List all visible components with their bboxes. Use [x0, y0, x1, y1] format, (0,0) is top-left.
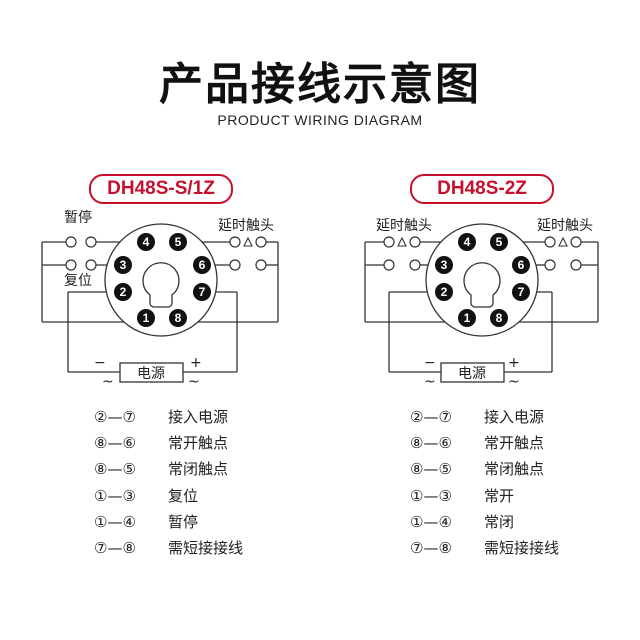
label-reset: 复位: [64, 272, 92, 289]
label-power: 电源: [458, 366, 486, 382]
pin-label: 7: [518, 285, 525, 299]
legend-desc: 常闭: [484, 512, 515, 531]
pin-label: 1: [143, 311, 150, 325]
legend-pins: ⑦—⑧: [94, 539, 136, 558]
legend-pins: ②—⑦: [94, 408, 136, 426]
label-ac: ~: [508, 374, 520, 390]
pin-label: 7: [199, 285, 206, 299]
legend-desc: 暂停: [168, 512, 199, 531]
label-power: 电源: [137, 366, 165, 382]
legend-desc: 接入电源: [484, 408, 545, 426]
page-subtitle: PRODUCT WIRING DIAGRAM: [217, 112, 423, 128]
power-box-left: [119, 362, 184, 383]
legend-row: ②—⑦ 接入电源: [410, 404, 559, 430]
legend-row: ①—④ 常闭: [410, 509, 559, 535]
relay-key-left: [142, 262, 180, 308]
pin-label: 5: [175, 235, 182, 249]
pin-label: 5: [496, 235, 503, 249]
pin-label: 1: [464, 311, 471, 325]
label-plus: +: [508, 355, 520, 371]
label-delay-contact: 延时触头: [218, 218, 274, 234]
model-badge-left: DH48S-S/1Z: [89, 174, 233, 204]
legend-pins: ②—⑦: [410, 408, 452, 426]
legend-pins: ⑧—⑥: [410, 434, 452, 453]
pin-label: 2: [441, 285, 448, 299]
legend-row: ⑦—⑧ 需短接接线: [410, 535, 559, 561]
pin-label: 3: [441, 258, 448, 272]
legend-pins: ①—③: [410, 486, 452, 505]
pin-label: 3: [120, 258, 127, 272]
legend-pins: ⑧—⑥: [94, 434, 136, 453]
label-minus: −: [424, 355, 436, 371]
legend-row: ⑧—⑥ 常开触点: [94, 430, 243, 456]
page-title: 产品接线示意图: [159, 59, 481, 110]
legend-row: ①—④ 暂停: [94, 509, 243, 535]
pin-label: 4: [143, 235, 150, 249]
legend-pins: ①—④: [410, 512, 452, 531]
label-delay-contact: 延时触头: [376, 218, 432, 234]
legend-pins: ⑧—⑤: [94, 460, 136, 479]
legend-left: ②—⑦ 接入电源 ⑧—⑥ 常开触点 ⑧—⑤ 常闭触点 ①—③ 复位 ①—④ 暂停 ⑦—⑧ 需…: [94, 404, 243, 561]
legend-desc: 需短接接线: [484, 539, 560, 558]
legend-desc: 接入电源: [168, 408, 229, 426]
label-ac: ~: [424, 374, 436, 390]
pin-label: 2: [120, 285, 127, 299]
legend-pins: ①—④: [94, 512, 136, 531]
pin-label: 4: [464, 235, 471, 249]
pin-label: 8: [175, 311, 182, 325]
diagram-right: [364, 241, 599, 373]
legend-row: ⑧—⑤ 常闭触点: [94, 456, 243, 482]
label-pause: 暂停: [64, 209, 92, 226]
relay-key-right: [463, 262, 501, 308]
legend-desc: 常闭触点: [168, 460, 229, 479]
label-minus: −: [94, 355, 106, 371]
legend-row: ⑦—⑧ 需短接接线: [94, 535, 243, 561]
pins-left: [114, 233, 211, 327]
model-badge-right: DH48S-2Z: [410, 174, 554, 204]
legend-desc: 常闭触点: [484, 460, 545, 479]
pin-label: 8: [496, 311, 503, 325]
pins-right: [435, 233, 530, 327]
legend-desc: 需短接接线: [168, 539, 244, 558]
pin-label: 6: [199, 258, 206, 272]
label-ac: ~: [102, 374, 114, 390]
legend-row: ①—③ 复位: [94, 483, 243, 509]
legend-desc: 常开触点: [168, 434, 229, 453]
legend-right: ②—⑦ 接入电源 ⑧—⑥ 常开触点 ⑧—⑤ 常闭触点 ①—③ 常开 ①—④ 常闭 ⑦—⑧ 需…: [410, 404, 559, 561]
legend-row: ⑧—⑥ 常开触点: [410, 430, 559, 456]
legend-desc: 常开触点: [484, 434, 545, 453]
label-ac: ~: [188, 374, 200, 390]
label-delay-contact: 延时触头: [537, 218, 593, 234]
pin-label: 6: [518, 258, 525, 272]
legend-pins: ①—③: [94, 486, 136, 505]
legend-row: ②—⑦ 接入电源: [94, 404, 243, 430]
label-plus: +: [190, 355, 202, 371]
power-box-right: [440, 362, 505, 383]
legend-row: ⑧—⑤ 常闭触点: [410, 456, 559, 482]
legend-desc: 常开: [484, 486, 515, 505]
legend-pins: ⑧—⑤: [410, 460, 452, 479]
legend-desc: 复位: [168, 486, 199, 505]
legend-row: ①—③ 常开: [410, 483, 559, 509]
legend-pins: ⑦—⑧: [410, 539, 452, 558]
